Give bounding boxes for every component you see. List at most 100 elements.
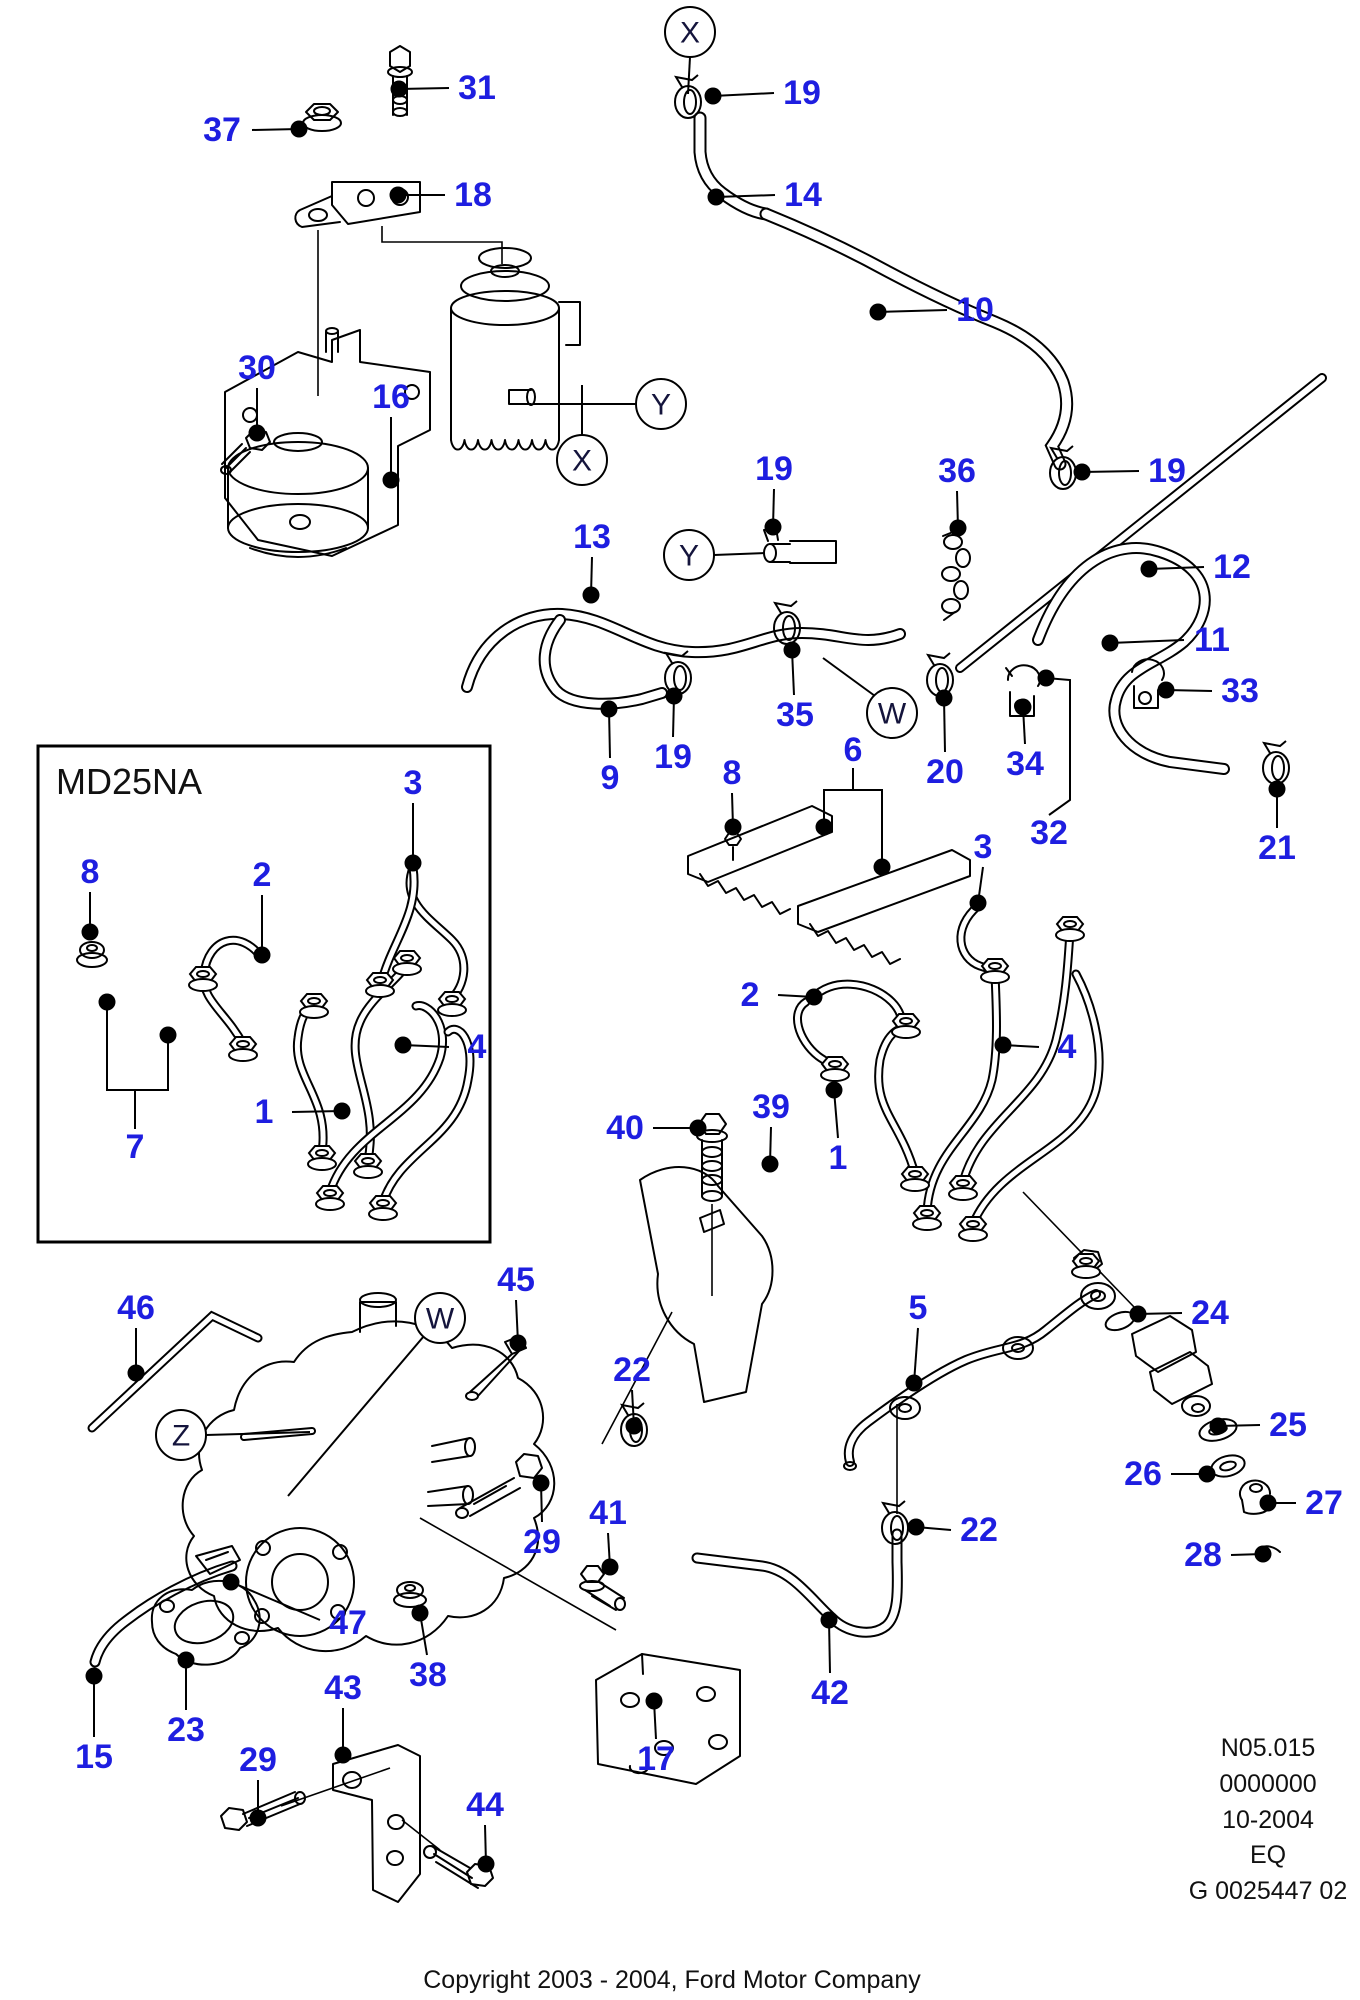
callout-number-36: 36 xyxy=(938,452,976,490)
callout-dot xyxy=(98,993,116,1011)
tube-nut-part xyxy=(188,966,218,992)
hose-core xyxy=(540,616,666,708)
callout-dot xyxy=(159,1026,177,1044)
callout-dot xyxy=(600,700,618,718)
callout-number-8: 8 xyxy=(723,754,742,792)
callout-dot xyxy=(390,80,408,98)
info-line-serial: 0000000 xyxy=(1219,1770,1316,1798)
callout-28: 28 xyxy=(1184,1536,1272,1574)
callout-12: 12 xyxy=(1140,548,1251,586)
tube-nut-part xyxy=(948,1175,978,1201)
callout-dot xyxy=(509,1334,527,1352)
callout-39: 39 xyxy=(752,1088,790,1173)
tube-nut-part xyxy=(437,991,467,1017)
callout-27: 27 xyxy=(1259,1484,1343,1522)
callout-21: 21 xyxy=(1258,780,1296,867)
callout-dot xyxy=(127,1364,145,1382)
callout-5: 5 xyxy=(905,1289,927,1392)
callout-number-47: 47 xyxy=(329,1604,367,1642)
assembly-lines xyxy=(280,226,1136,1851)
letter-glyph-W: W xyxy=(878,698,907,731)
callout-3: 3 xyxy=(969,828,992,912)
hose-core xyxy=(91,1562,236,1666)
callout-number-4: 4 xyxy=(468,1028,487,1066)
callout-17: 17 xyxy=(637,1692,675,1778)
bracket-17-part xyxy=(595,1653,741,1785)
bracket-39-part xyxy=(639,1166,774,1403)
callout-16: 16 xyxy=(372,378,410,489)
callout-19: 19 xyxy=(654,687,692,776)
callout-dot xyxy=(1209,1417,1227,1435)
bolt-29a-part xyxy=(455,1453,543,1519)
info-line-eq: EQ xyxy=(1250,1841,1286,1869)
callout-26: 26 xyxy=(1124,1455,1216,1493)
callout-dot xyxy=(601,1558,619,1576)
callout-7: 7 xyxy=(98,993,177,1166)
md25na-box-label: MD25NA xyxy=(56,761,202,802)
callout-number-40: 40 xyxy=(606,1109,644,1147)
hose-core xyxy=(327,1003,445,1195)
callout-10: 10 xyxy=(869,291,994,329)
callout-34: 34 xyxy=(1006,698,1044,783)
callout-number-30: 30 xyxy=(238,349,276,387)
callout-number-10: 10 xyxy=(956,291,994,329)
injection-pump-part xyxy=(181,1292,556,1653)
hose-clamp-part xyxy=(925,652,954,697)
callout-number-17: 17 xyxy=(637,1740,675,1778)
callout-dot xyxy=(382,471,400,489)
callout-number-44: 44 xyxy=(466,1786,504,1824)
callout-dot xyxy=(1140,560,1158,578)
callout-number-19: 19 xyxy=(755,450,793,488)
callout-37: 37 xyxy=(203,111,308,149)
hose-core xyxy=(89,1313,261,1431)
callout-number-2: 2 xyxy=(741,976,760,1014)
letter-glyph-X: X xyxy=(680,17,700,50)
callout-dot xyxy=(645,1692,663,1710)
gasket-23-part xyxy=(150,1580,261,1666)
callout-dot xyxy=(248,424,266,442)
info-line-date: 10-2004 xyxy=(1222,1806,1314,1834)
hose-core xyxy=(693,1530,901,1636)
tube-nut-part xyxy=(392,950,422,976)
bolt-41-part xyxy=(579,1565,626,1611)
hose-outline xyxy=(808,979,908,1033)
callout-dot xyxy=(389,186,407,204)
callout-dot xyxy=(1073,463,1091,481)
callout-dot xyxy=(905,1374,923,1392)
callout-number-12: 12 xyxy=(1213,548,1251,586)
bolt-29b-part xyxy=(220,1791,306,1831)
callout-dot xyxy=(689,1119,707,1137)
callout-number-2: 2 xyxy=(253,856,272,894)
callout-dot xyxy=(707,188,725,206)
letter-glyph-Y: Y xyxy=(679,540,699,573)
callout-number-22: 22 xyxy=(613,1351,651,1389)
letter-marker-Y: Y xyxy=(663,529,766,581)
nut-8-part xyxy=(76,941,108,968)
callout-29: 29 xyxy=(523,1474,561,1561)
callout-dot xyxy=(249,1809,267,1827)
letter-marker-W: W xyxy=(287,1292,466,1497)
callout-number-29: 29 xyxy=(523,1523,561,1561)
callout-number-32: 32 xyxy=(1030,814,1068,852)
callout-2: 2 xyxy=(253,856,272,964)
callout-41: 41 xyxy=(589,1494,627,1576)
letter-glyph-W: W xyxy=(426,1303,455,1336)
callout-number-16: 16 xyxy=(372,378,410,416)
callout-8: 8 xyxy=(723,754,742,836)
stud-45-part xyxy=(465,1335,527,1401)
callout-25: 25 xyxy=(1209,1406,1307,1444)
callout-14: 14 xyxy=(707,176,822,214)
letter-marker-Z: Z xyxy=(155,1409,311,1461)
callout-22: 22 xyxy=(907,1511,998,1549)
callout-number-42: 42 xyxy=(811,1674,849,1712)
chain-36-part xyxy=(941,529,971,621)
callout-number-14: 14 xyxy=(784,176,822,214)
callout-number-41: 41 xyxy=(589,1494,627,1532)
callout-number-7: 7 xyxy=(126,1128,145,1166)
letter-glyph-Y: Y xyxy=(651,389,671,422)
tube-nut-part xyxy=(299,993,329,1019)
callout-number-25: 25 xyxy=(1269,1406,1307,1444)
hose-core xyxy=(876,1025,918,1177)
